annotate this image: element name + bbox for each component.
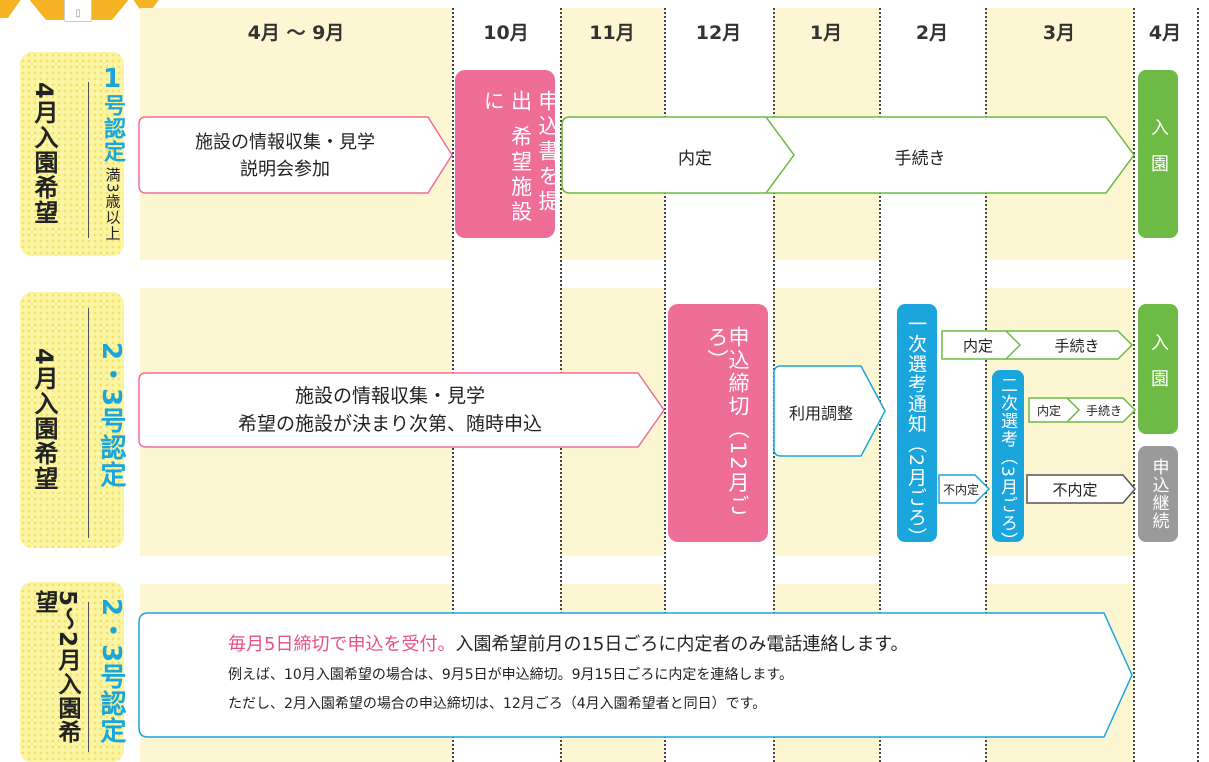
row2-step-info-line1: 施設の情報収集・見学 bbox=[294, 385, 485, 408]
month-header-apr-sep: 4月 〜 9月 bbox=[247, 22, 345, 44]
decor-chevrons: ▯ bbox=[0, 0, 159, 22]
row2-pink-deadline: 申込締切（12月ごろ） bbox=[668, 304, 768, 542]
row1-label-cert-sub: 満3歳以上 bbox=[103, 167, 122, 242]
row2-second-select: 二次選考（3月ごろ） bbox=[992, 370, 1024, 550]
row3-label: 5〜2月入園希望 2・3号認定 bbox=[20, 582, 126, 762]
row2-naitei2: 内定 bbox=[1036, 403, 1061, 418]
row3-line3: ただし、2月入園希望の場合の申込締切は、12月ごろ（4月入園希望者と同日）です。 bbox=[228, 696, 767, 712]
row2-label: 4月入園希望 2・3号認定 bbox=[20, 292, 126, 548]
row2-naitei: 内定 bbox=[962, 336, 993, 355]
row2-continue-text: 申込継続 bbox=[1148, 458, 1169, 530]
row2-second-select-text: 二次選考（3月ごろ） bbox=[997, 376, 1017, 550]
row2-riyou: 利用調整 bbox=[788, 404, 853, 423]
row1-label-cert: 号認定 bbox=[100, 94, 125, 163]
row2-enrollment: 入園 bbox=[1138, 304, 1178, 434]
row1-pink-submit: 申込書を提出 希望施設に bbox=[455, 70, 560, 238]
month-header-dec: 12月 bbox=[695, 22, 742, 44]
row1-pink-text: 申込書を提出 希望施設に bbox=[481, 90, 560, 226]
row3-label-main: 5〜2月入園希望 bbox=[31, 590, 80, 745]
row2-first-notice: 一次選考通知（2月ごろ） bbox=[897, 304, 937, 548]
row1-naitei: 内定 bbox=[678, 148, 712, 169]
month-header-oct: 10月 bbox=[483, 22, 529, 44]
row2-step-info-line2: 希望の施設が決まり次第、随時申込 bbox=[237, 413, 542, 435]
month-header-apr: 4月 bbox=[1148, 22, 1182, 44]
row3-info: 毎月5日締切で申込を受付。入園希望前月の15日ごろに内定者のみ電話連絡します。 … bbox=[228, 630, 1108, 726]
row1-label-cert-num: 1 bbox=[102, 64, 122, 94]
row3-line1: 入園希望前月の15日ごろに内定者のみ電話連絡します。 bbox=[455, 634, 909, 655]
row3-label-cert: 2・3号認定 bbox=[96, 598, 126, 745]
row2-tetsuzuki2: 手続き bbox=[1085, 403, 1122, 418]
row1-label: 4月入園希望 1 号認定 満3歳以上 bbox=[20, 52, 125, 256]
row2-pink-text: 申込締切（12月ごろ） bbox=[705, 326, 750, 518]
row2-funaitei2: 不内定 bbox=[1052, 480, 1098, 499]
row1-step-info: 施設の情報収集・見学 説明会参加 bbox=[140, 118, 430, 194]
row2-label-main: 4月入園希望 bbox=[30, 348, 58, 491]
document-icon: ▯ bbox=[64, 0, 92, 22]
month-header-nov: 11月 bbox=[589, 22, 635, 44]
row1-step-info-line2: 説明会参加 bbox=[240, 159, 330, 180]
row2-continue: 申込継続 bbox=[1138, 446, 1178, 542]
row2-first-notice-text: 一次選考通知（2月ごろ） bbox=[905, 314, 927, 548]
row2-label-cert: 2・3号認定 bbox=[96, 342, 126, 489]
row1-tetsuzuki: 手続き bbox=[894, 148, 946, 169]
row2-step-info: 施設の情報収集・見学 希望の施設が決まり次第、随時申込 bbox=[140, 374, 640, 448]
row3-line2: 例えば、10月入園希望の場合は、9月5日が申込締切。9月15日ごろに内定を連絡し… bbox=[228, 667, 793, 683]
row2-enrollment-text: 入園 bbox=[1148, 333, 1169, 405]
row1-enrollment: 入園 bbox=[1138, 70, 1178, 238]
row3-highlight: 毎月5日締切で申込を受付。 bbox=[228, 634, 456, 655]
month-header-mar: 3月 bbox=[1042, 22, 1076, 44]
month-header-jan: 1月 bbox=[809, 22, 843, 44]
row1-enrollment-text: 入園 bbox=[1148, 118, 1169, 190]
row2-funaitei: 不内定 bbox=[942, 482, 979, 497]
row2-tetsuzuki: 手続き bbox=[1054, 336, 1100, 355]
row1-label-main: 4月入園希望 bbox=[30, 82, 58, 225]
month-header-feb: 2月 bbox=[915, 22, 949, 44]
row1-step-info-line1: 施設の情報収集・見学 bbox=[195, 132, 375, 153]
